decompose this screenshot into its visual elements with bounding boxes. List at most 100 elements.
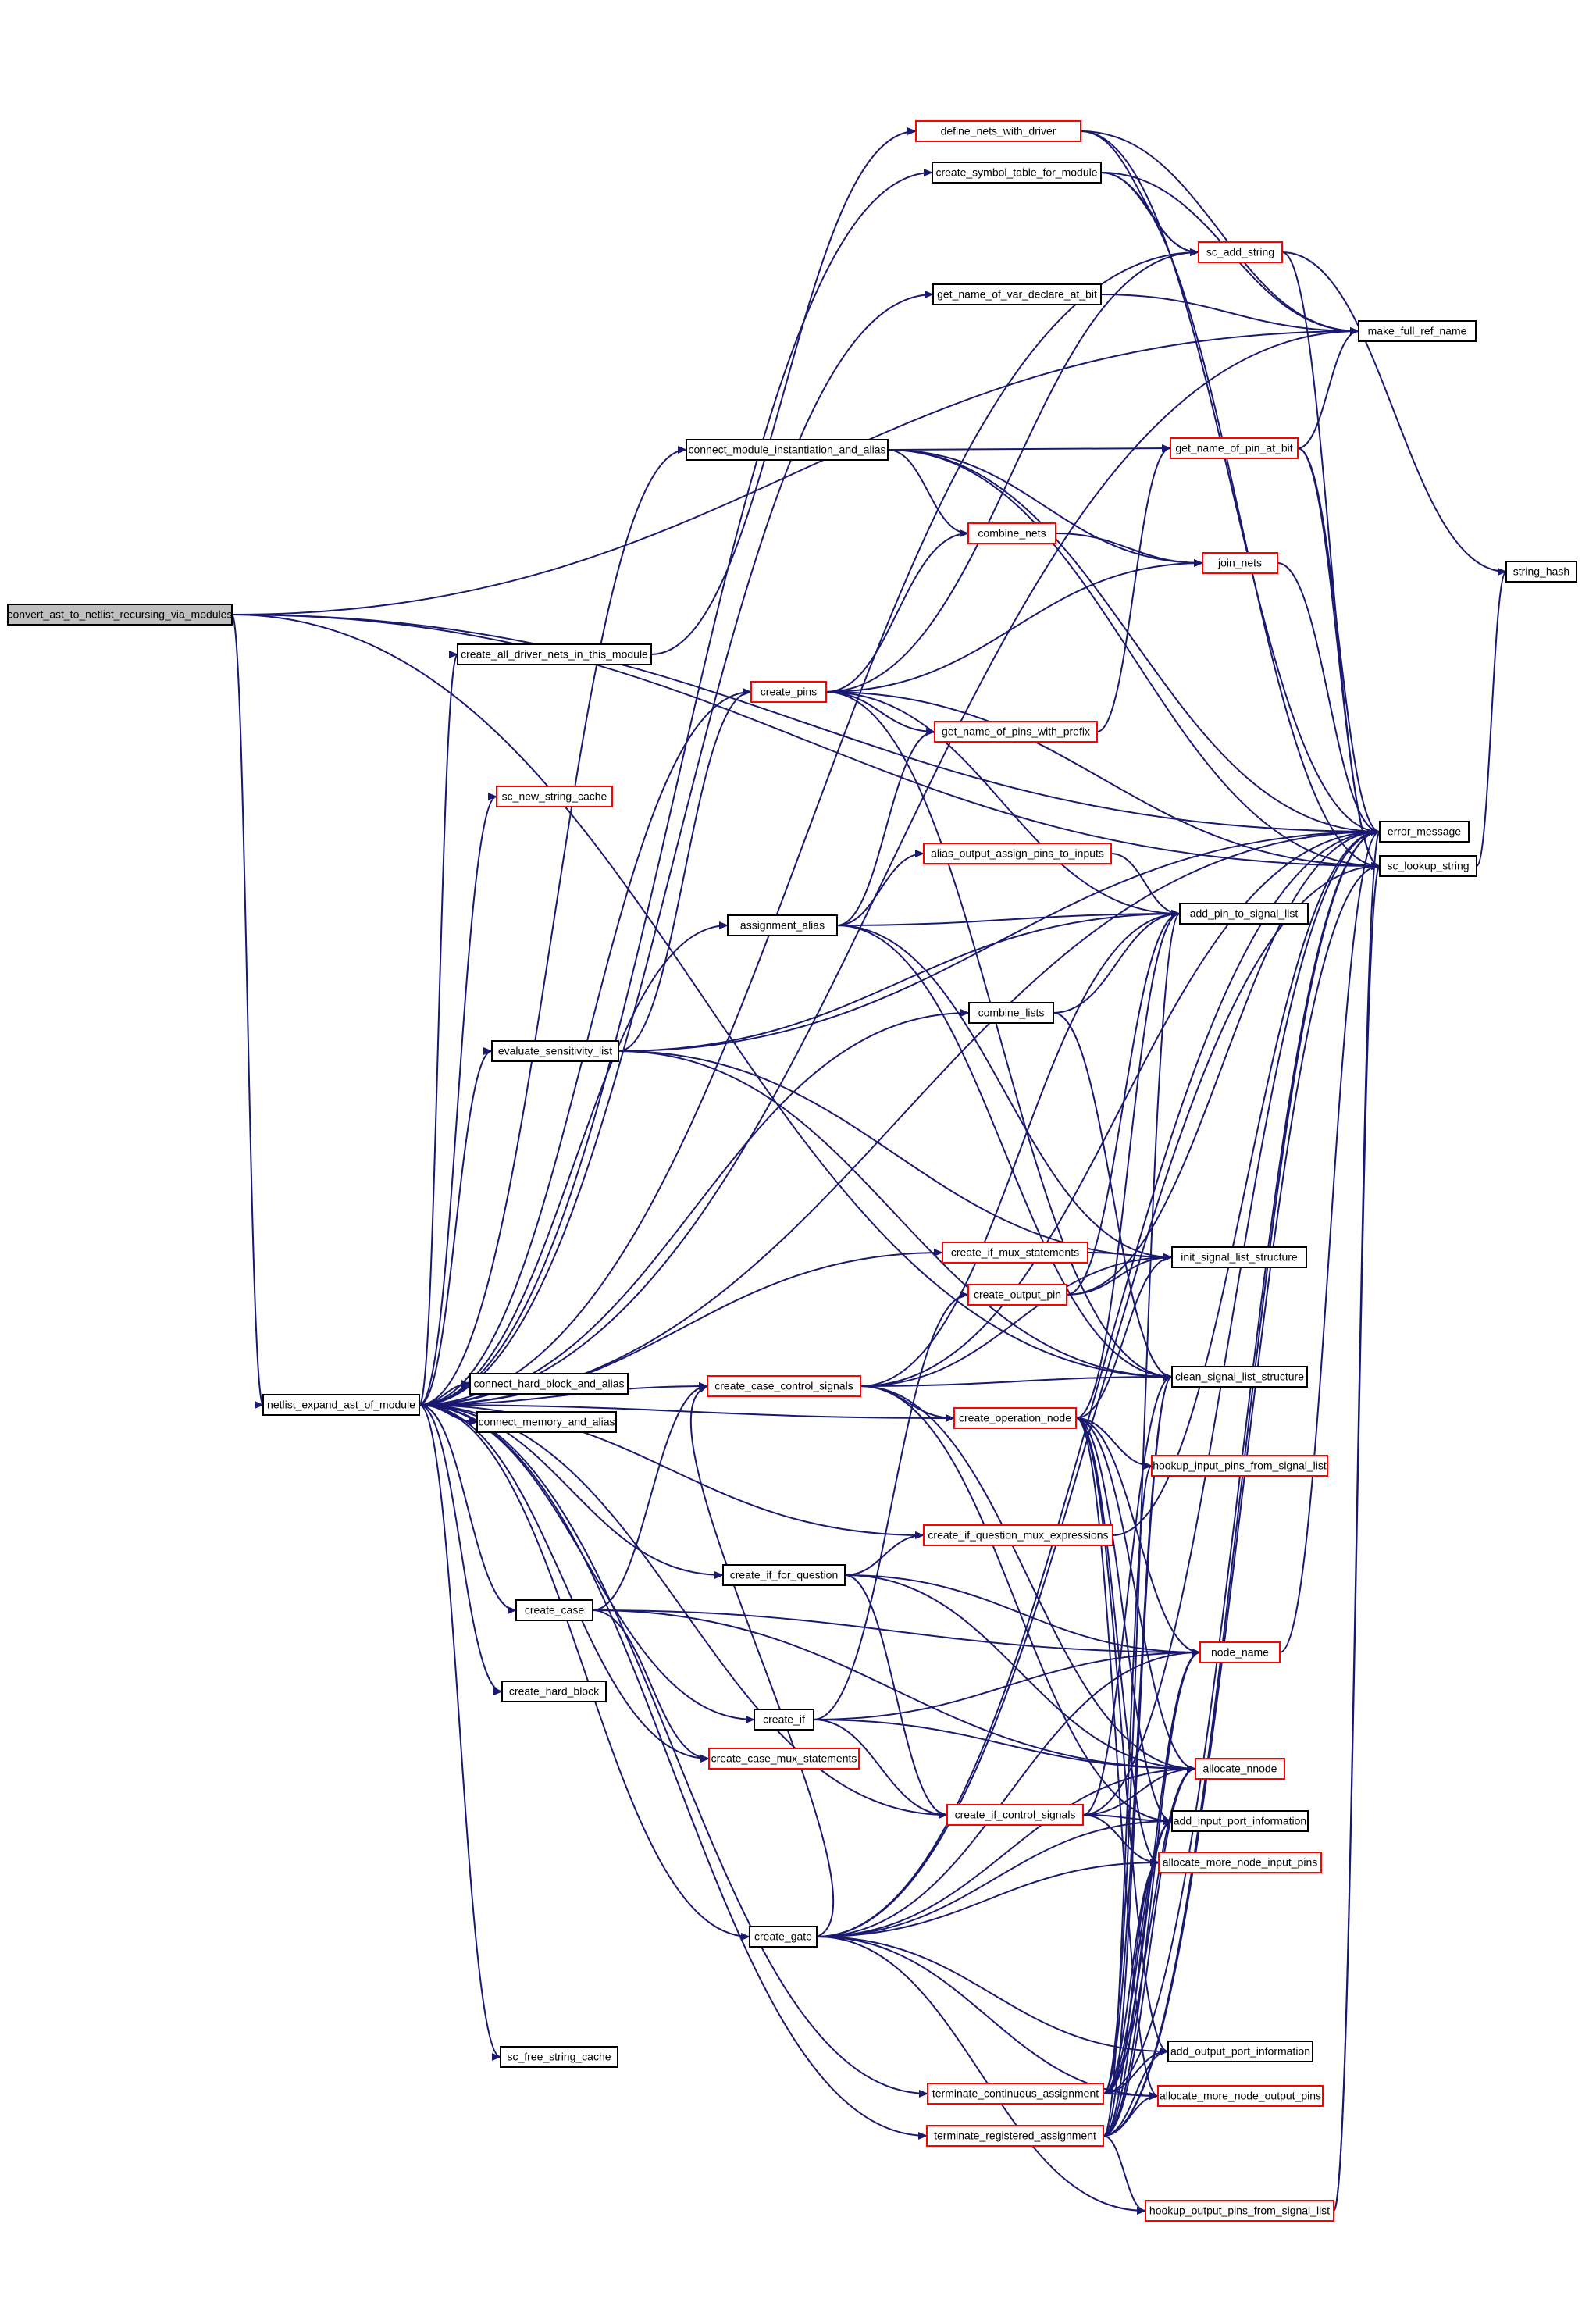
node-get-name-pins-prefix[interactable]: get_name_of_pins_with_prefix — [934, 721, 1098, 743]
node-connect-memory[interactable]: connect_memory_and_alias — [476, 1411, 617, 1433]
node-box[interactable] — [927, 2083, 1104, 2105]
node-get-name-var[interactable]: get_name_of_var_declare_at_bit — [932, 283, 1102, 305]
node-clean-signal[interactable]: clean_signal_list_structure — [1171, 1366, 1308, 1388]
node-string-hash[interactable]: string_hash — [1505, 561, 1577, 583]
node-connect-module[interactable]: connect_module_instantiation_and_alias — [686, 439, 889, 461]
node-box[interactable] — [1358, 320, 1477, 342]
node-get-name-pin[interactable]: get_name_of_pin_at_bit — [1170, 437, 1299, 459]
node-box[interactable] — [967, 522, 1056, 544]
node-create-if-mux[interactable]: create_if_mux_statements — [942, 1242, 1088, 1264]
node-assignment-alias[interactable]: assignment_alias — [727, 914, 838, 936]
node-box[interactable] — [750, 681, 827, 703]
node-alias-output[interactable]: alias_output_assign_pins_to_inputs — [923, 843, 1112, 864]
node-box[interactable] — [934, 721, 1098, 743]
node-box[interactable] — [500, 2046, 618, 2068]
node-allocate-more-output[interactable]: allocate_more_node_output_pins — [1157, 2085, 1324, 2107]
node-box[interactable] — [749, 1926, 818, 1948]
node-box[interactable] — [1379, 855, 1477, 877]
node-create-operation[interactable]: create_operation_node — [953, 1407, 1077, 1429]
node-allocate-nnode[interactable]: allocate_nnode — [1195, 1758, 1285, 1780]
node-box[interactable] — [727, 914, 838, 936]
node-create-pins[interactable]: create_pins — [750, 681, 827, 703]
node-box[interactable] — [1171, 1246, 1307, 1268]
node-create-if-for-question[interactable]: create_if_for_question — [722, 1564, 846, 1586]
node-sc-new[interactable]: sc_new_string_cache — [496, 786, 613, 807]
node-add-pin[interactable]: add_pin_to_signal_list — [1179, 903, 1309, 925]
node-terminate-registered[interactable]: terminate_registered_assignment — [926, 2125, 1104, 2147]
node-evaluate[interactable]: evaluate_sensitivity_list — [491, 1040, 619, 1062]
node-box[interactable] — [1171, 1810, 1309, 1832]
node-combine-nets[interactable]: combine_nets — [967, 522, 1056, 544]
node-hookup-input[interactable]: hookup_input_pins_from_signal_list — [1151, 1455, 1328, 1477]
node-box[interactable] — [923, 1524, 1113, 1546]
node-box[interactable] — [1171, 1366, 1308, 1388]
node-box[interactable] — [926, 2125, 1104, 2147]
node-box[interactable] — [491, 1040, 619, 1062]
node-box[interactable] — [1151, 1455, 1328, 1477]
node-box[interactable] — [476, 1411, 617, 1433]
node-sc-free[interactable]: sc_free_string_cache — [500, 2046, 618, 2068]
node-allocate-more-input[interactable]: allocate_more_node_input_pins — [1158, 1852, 1322, 1873]
node-create-gate[interactable]: create_gate — [749, 1926, 818, 1948]
node-box[interactable] — [1157, 2085, 1324, 2107]
node-box[interactable] — [501, 1681, 607, 1702]
node-create-case-mux[interactable]: create_case_mux_statements — [708, 1748, 860, 1770]
node-box[interactable] — [1198, 241, 1283, 263]
node-box[interactable] — [967, 1284, 1067, 1306]
node-box[interactable] — [1167, 2041, 1313, 2062]
node-box[interactable] — [915, 120, 1081, 142]
node-root[interactable]: convert_ast_to_netlist_recursing_via_mod… — [7, 604, 233, 626]
node-box[interactable] — [942, 1242, 1088, 1264]
node-box[interactable] — [1145, 2200, 1334, 2222]
node-netlist[interactable]: netlist_expand_ast_of_module — [262, 1394, 420, 1416]
node-box[interactable] — [1179, 903, 1309, 925]
node-box[interactable] — [1158, 1852, 1322, 1873]
node-box[interactable] — [515, 1599, 593, 1621]
node-init-signal[interactable]: init_signal_list_structure — [1171, 1246, 1307, 1268]
node-box[interactable] — [496, 786, 613, 807]
node-error-message[interactable]: error_message — [1379, 821, 1470, 843]
node-box[interactable] — [1170, 437, 1299, 459]
node-box[interactable] — [707, 1375, 861, 1397]
node-box[interactable] — [457, 643, 652, 665]
node-box[interactable] — [1195, 1758, 1285, 1780]
node-box[interactable] — [722, 1564, 846, 1586]
node-box[interactable] — [932, 283, 1102, 305]
node-sc-lookup[interactable]: sc_lookup_string — [1379, 855, 1477, 877]
node-box[interactable] — [968, 1002, 1054, 1024]
node-hookup-output[interactable]: hookup_output_pins_from_signal_list — [1145, 2200, 1334, 2222]
node-add-output-port[interactable]: add_output_port_information — [1167, 2041, 1313, 2062]
node-box[interactable] — [708, 1748, 860, 1770]
node-box[interactable] — [469, 1373, 629, 1395]
node-box[interactable] — [1379, 821, 1470, 843]
node-combine-lists[interactable]: combine_lists — [968, 1002, 1054, 1024]
node-box[interactable] — [686, 439, 889, 461]
node-box[interactable] — [7, 604, 233, 626]
node-define-nets[interactable]: define_nets_with_driver — [915, 120, 1081, 142]
node-create-if-control[interactable]: create_if_control_signals — [946, 1804, 1084, 1826]
node-create-case[interactable]: create_case — [515, 1599, 593, 1621]
node-create-all[interactable]: create_all_driver_nets_in_this_module — [457, 643, 652, 665]
node-join-nets[interactable]: join_nets — [1202, 552, 1278, 574]
node-create-symbol[interactable]: create_symbol_table_for_module — [932, 162, 1102, 184]
node-create-if-question-mux[interactable]: create_if_question_mux_expressions — [923, 1524, 1113, 1546]
node-box[interactable] — [1505, 561, 1577, 583]
node-create-hard-block[interactable]: create_hard_block — [501, 1681, 607, 1702]
node-box[interactable] — [932, 162, 1102, 184]
node-box[interactable] — [923, 843, 1112, 864]
node-box[interactable] — [262, 1394, 420, 1416]
node-create-output-pin[interactable]: create_output_pin — [967, 1284, 1067, 1306]
node-box[interactable] — [1202, 552, 1278, 574]
node-add-input-port[interactable]: add_input_port_information — [1171, 1810, 1309, 1832]
node-sc-add[interactable]: sc_add_string — [1198, 241, 1283, 263]
node-box[interactable] — [953, 1407, 1077, 1429]
node-make-full[interactable]: make_full_ref_name — [1358, 320, 1477, 342]
node-box[interactable] — [754, 1709, 814, 1731]
node-create-case-control[interactable]: create_case_control_signals — [707, 1375, 861, 1397]
node-create-if[interactable]: create_if — [754, 1709, 814, 1731]
node-box[interactable] — [1199, 1641, 1281, 1663]
node-box[interactable] — [946, 1804, 1084, 1826]
node-node-name[interactable]: node_name — [1199, 1641, 1281, 1663]
node-terminate-continuous[interactable]: terminate_continuous_assignment — [927, 2083, 1104, 2105]
node-connect-hard[interactable]: connect_hard_block_and_alias — [469, 1373, 629, 1395]
